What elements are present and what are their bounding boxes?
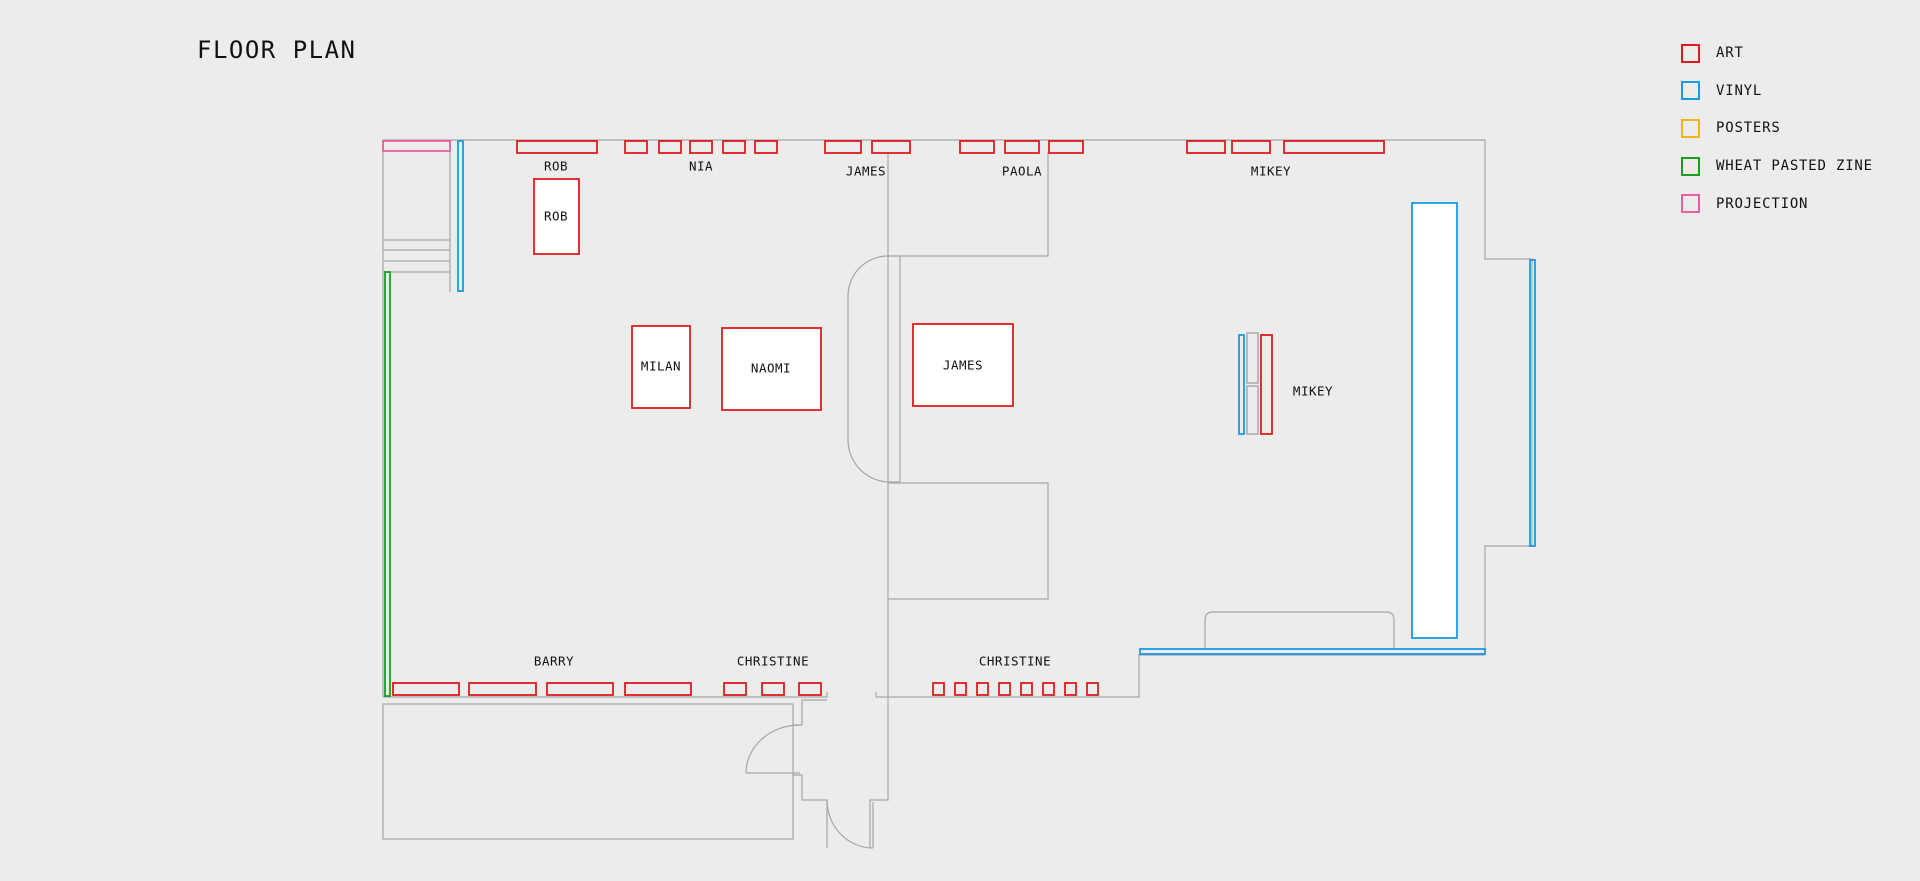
legend-swatch-art	[1681, 43, 1700, 63]
bottom-wall-art	[392, 682, 1099, 696]
art-mikey-wall-2	[1231, 140, 1271, 154]
art-barry-3	[546, 682, 614, 696]
art-christine-right-2	[954, 682, 967, 696]
wall-bottom-right	[875, 654, 1485, 698]
label-james-wall: JAMES	[846, 164, 886, 179]
plinth-james	[912, 323, 1014, 407]
legend-item-art: ART	[1681, 42, 1873, 64]
art-christine-right-3	[976, 682, 989, 696]
art-james-wall-2	[871, 140, 911, 154]
art-christine-right-4	[998, 682, 1011, 696]
vinyl-left-column	[457, 140, 464, 292]
art-james-wall-1	[824, 140, 862, 154]
label-christine-wall-right: CHRISTINE	[979, 654, 1051, 669]
art-nia-5	[754, 140, 778, 154]
label-rob-wall: ROB	[544, 159, 568, 174]
legend-swatch-vinyl	[1681, 81, 1700, 101]
art-barry-4	[624, 682, 692, 696]
legend-label-zine: WHEAT PASTED ZINE	[1716, 158, 1873, 175]
label-christine-wall-left: CHRISTINE	[737, 654, 809, 669]
plinth-rob	[533, 178, 580, 255]
plinths	[533, 178, 1014, 411]
art-paola-2	[1004, 140, 1040, 154]
vinyl-bottom-bar	[1139, 648, 1486, 655]
art-barry-2	[468, 682, 537, 696]
art-nia-4	[722, 140, 746, 154]
label-rob-plinth: ROB	[544, 209, 568, 224]
legend-swatch-zine	[1681, 156, 1700, 176]
art-christine-right-7	[1064, 682, 1077, 696]
entry-corridor-right	[869, 700, 889, 848]
art-christine-left-1	[723, 682, 747, 696]
projection-piece	[382, 140, 451, 152]
entry-door-swing-2	[826, 799, 874, 849]
mikey-island-panel-bottom	[1246, 385, 1259, 435]
legend-label-art: ART	[1716, 45, 1744, 61]
art-christine-right-5	[1020, 682, 1033, 696]
entry-corridor-left	[793, 699, 827, 726]
walls	[382, 139, 1533, 849]
page-title: FLOOR PLAN	[197, 36, 357, 64]
art-nia-2	[658, 140, 682, 154]
label-mikey-wall: MIKEY	[1251, 164, 1291, 179]
label-nia-wall: NIA	[689, 159, 713, 174]
entry-door-swing-1	[745, 724, 801, 774]
vinyl-right-large	[1411, 202, 1458, 639]
art-nia-1	[624, 140, 648, 154]
art-paola-1	[959, 140, 995, 154]
legend-item-posters: POSTERS	[1681, 117, 1873, 139]
art-barry-1	[392, 682, 460, 696]
vinyl-right-wall	[1529, 259, 1536, 547]
art-mikey-wall-3	[1283, 140, 1385, 154]
wheat-pasted-zine-wall	[384, 271, 391, 697]
plinth-naomi	[721, 327, 822, 411]
label-naomi-plinth: NAOMI	[751, 361, 791, 376]
legend: ART VINYL POSTERS WHEAT PASTED ZINE PROJ…	[1681, 42, 1873, 230]
curved-wall	[847, 255, 900, 483]
art-christine-left-2	[761, 682, 785, 696]
legend-label-projection: PROJECTION	[1716, 195, 1809, 212]
center-alcove-top	[888, 152, 1049, 257]
wall-bottom-left	[383, 692, 828, 698]
art-rob-wall	[516, 140, 598, 154]
art-paola-3	[1048, 140, 1084, 154]
mikey-island-art	[1260, 334, 1273, 435]
top-wall-art	[382, 140, 1385, 154]
mikey-island-vinyl	[1238, 334, 1245, 435]
art-christine-right-6	[1042, 682, 1055, 696]
legend-item-projection: PROJECTION	[1681, 193, 1873, 215]
legend-label-posters: POSTERS	[1716, 120, 1781, 137]
label-james-plinth: JAMES	[943, 358, 983, 373]
legend-item-wheat-pasted-zine: WHEAT PASTED ZINE	[1681, 155, 1873, 177]
label-paola-wall: PAOLA	[1002, 164, 1042, 179]
mikey-island	[1238, 332, 1273, 435]
legend-item-vinyl: VINYL	[1681, 80, 1873, 102]
bench	[1204, 611, 1395, 648]
artist-labels: ROB NIA JAMES PAOLA MIKEY ROB MILAN NAOM…	[534, 159, 1333, 669]
art-christine-right-1	[932, 682, 945, 696]
legend-swatch-posters	[1681, 118, 1700, 138]
art-mikey-wall-1	[1186, 140, 1226, 154]
center-room-lower	[888, 482, 1049, 600]
label-milan-plinth: MILAN	[641, 359, 681, 374]
art-christine-right-8	[1086, 682, 1099, 696]
annex-room	[382, 703, 794, 840]
wall-right	[1484, 140, 1533, 655]
label-mikey-island: MIKEY	[1293, 384, 1333, 399]
legend-swatch-projection	[1681, 194, 1700, 214]
legend-label-vinyl: VINYL	[1716, 82, 1763, 99]
entry-corridor-left-lower	[793, 774, 828, 848]
art-nia-3	[689, 140, 713, 154]
mikey-island-panel-top	[1246, 332, 1259, 384]
plinth-milan	[631, 325, 691, 409]
label-barry-wall: BARRY	[534, 654, 574, 669]
art-christine-left-3	[798, 682, 822, 696]
